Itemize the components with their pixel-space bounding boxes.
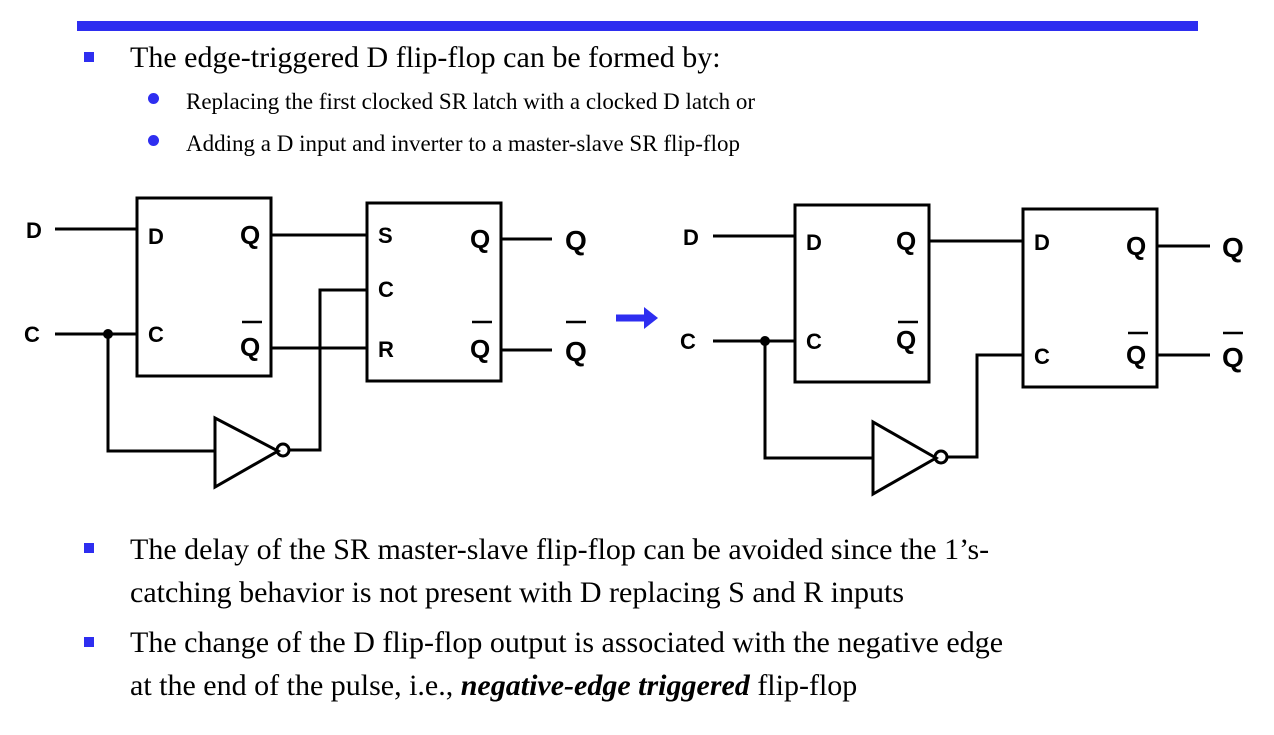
right-slave-c-label: C (1034, 344, 1050, 369)
right-slave-d-label: D (1034, 230, 1050, 255)
right-input-c-label: C (680, 329, 696, 354)
right-input-d-label: D (683, 225, 699, 250)
bullet-3-line-2-pre: at the end of the pulse, i.e., (130, 669, 461, 702)
bullet-2-line-1: The delay of the SR master-slave flip-fl… (130, 533, 990, 566)
left-slave-qbar-label: Q (470, 334, 490, 364)
right-slave-q-label: Q (1126, 231, 1146, 261)
left-master-latch (135, 196, 273, 378)
left-output-qbar-label: Q (565, 336, 587, 367)
right-output-qbar-label: Q (1222, 342, 1244, 373)
right-master-latch (793, 203, 931, 384)
right-clock-junction (760, 336, 770, 346)
bullet-3-line-1: The change of the D flip-flop output is … (130, 626, 1004, 659)
right-output-q-label: Q (1222, 232, 1244, 263)
right-master-d-label: D (806, 230, 822, 255)
sub-bullet-dot-2 (148, 135, 159, 146)
sub-bullet-dot-1 (148, 93, 159, 104)
bullet-3-emphasis: negative-edge triggered (460, 669, 750, 702)
left-input-d-label: D (26, 218, 42, 243)
right-master-c-label: C (806, 329, 822, 354)
bullet-2-line-2: catching behavior is not present with D … (130, 576, 905, 609)
bullet-3-line-2: at the end of the pulse, i.e., negative-… (130, 664, 857, 707)
sub-bullet-2-text: Adding a D input and inverter to a maste… (186, 131, 740, 156)
left-master-q-label: Q (240, 220, 260, 250)
left-inverter (213, 415, 282, 490)
left-slave-r-label: R (378, 337, 394, 362)
left-clock-to-inverter-wire (106, 334, 215, 453)
left-slave-s-label: S (378, 223, 393, 248)
left-master-c-label: C (148, 322, 164, 347)
right-slave-qbar-label: Q (1126, 340, 1146, 370)
left-input-c-label: C (24, 322, 40, 347)
transform-arrow-head (644, 307, 658, 329)
sub-bullet-1-text: Replacing the first clocked SR latch wit… (186, 89, 756, 114)
left-inverted-clock-wire (289, 288, 367, 452)
left-master-d-label: D (148, 224, 164, 249)
left-slave-c-label: C (378, 277, 394, 302)
right-clock-to-inverter-wire (763, 341, 873, 460)
right-master-qbar-label: Q (896, 325, 916, 355)
left-slave-latch (365, 201, 503, 383)
right-inverted-clock-wire (947, 353, 1023, 459)
title-rule (77, 21, 1198, 31)
left-clock-junction (103, 329, 113, 339)
right-master-q-label: Q (896, 226, 916, 256)
left-master-qbar-label: Q (240, 332, 260, 362)
bullet-square-2 (84, 543, 94, 553)
left-output-q-label: Q (565, 225, 587, 256)
left-slave-q-label: Q (470, 224, 490, 254)
right-inverter (871, 419, 940, 497)
bullet-1-text: The edge-triggered D flip-flop can be fo… (130, 41, 721, 74)
bullet-square-1 (84, 52, 94, 62)
bullet-square-3 (84, 637, 94, 647)
right-slave-latch (1021, 207, 1159, 389)
bullet-3-line-2-post: flip-flop (749, 669, 858, 702)
